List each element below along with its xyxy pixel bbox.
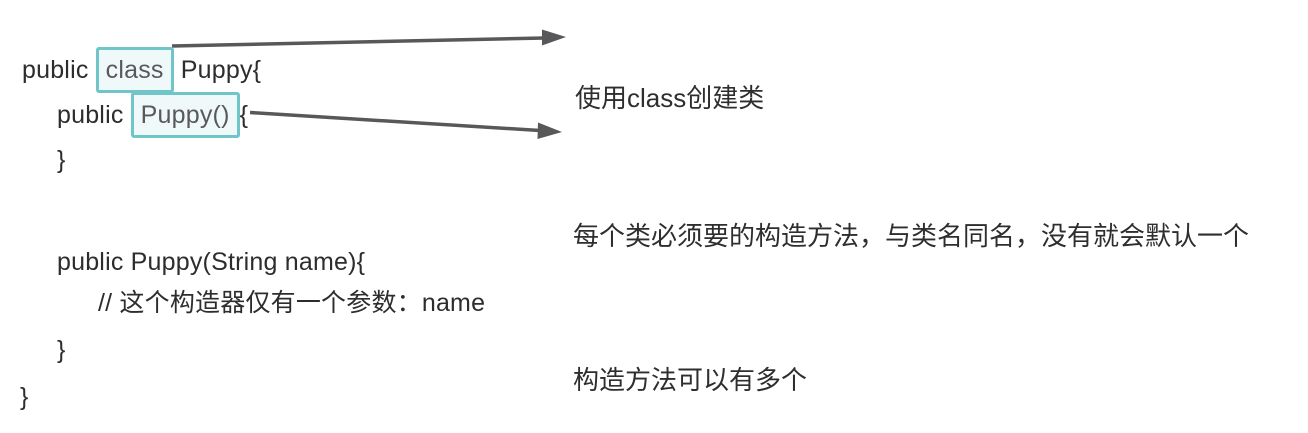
code-line-param-constructor: public Puppy(String name){ — [57, 239, 365, 285]
code-comment-text: // 这个构造器仅有一个参数：name — [98, 289, 486, 317]
code-line-closing-brace-inner-2: } — [57, 327, 66, 373]
annotation-class-keyword: 使用class创建类 — [575, 23, 764, 173]
annotation-text: 使用class创建类 — [575, 83, 765, 113]
highlight-constructor-name: Puppy() — [130, 92, 240, 138]
arrow-right-icon — [537, 122, 562, 139]
arrow-right-icon — [542, 29, 566, 46]
code-text: public — [57, 101, 131, 129]
code-text: public — [22, 56, 96, 84]
annotation-arrow-2-line — [249, 110, 541, 133]
code-text: Puppy{ — [173, 56, 262, 84]
code-text: } — [57, 146, 66, 174]
code-line-class-declaration: public class Puppy{ — [22, 47, 261, 93]
code-text: public Puppy(String name){ — [57, 248, 366, 276]
code-line-closing-brace-inner: } — [57, 137, 66, 183]
annotation-constructor: 每个类必须要的构造方法，与类名同名，没有就会默认一个 构造方法可以有多个 — [573, 116, 1249, 433]
code-text: { — [239, 101, 249, 129]
code-line-default-constructor: public Puppy(){ — [57, 92, 248, 138]
highlight-class-keyword: class — [95, 47, 174, 93]
annotation-text-line-1: 每个类必须要的构造方法，与类名同名，没有就会默认一个 — [573, 221, 1250, 251]
code-line-closing-brace-outer: } — [20, 374, 29, 420]
code-text: } — [20, 383, 29, 411]
code-text: } — [57, 336, 66, 364]
annotation-arrow-1-line — [171, 36, 545, 48]
code-line-comment: // 这个构造器仅有一个参数：name — [98, 280, 485, 326]
annotation-text-line-2: 构造方法可以有多个 — [573, 365, 808, 395]
